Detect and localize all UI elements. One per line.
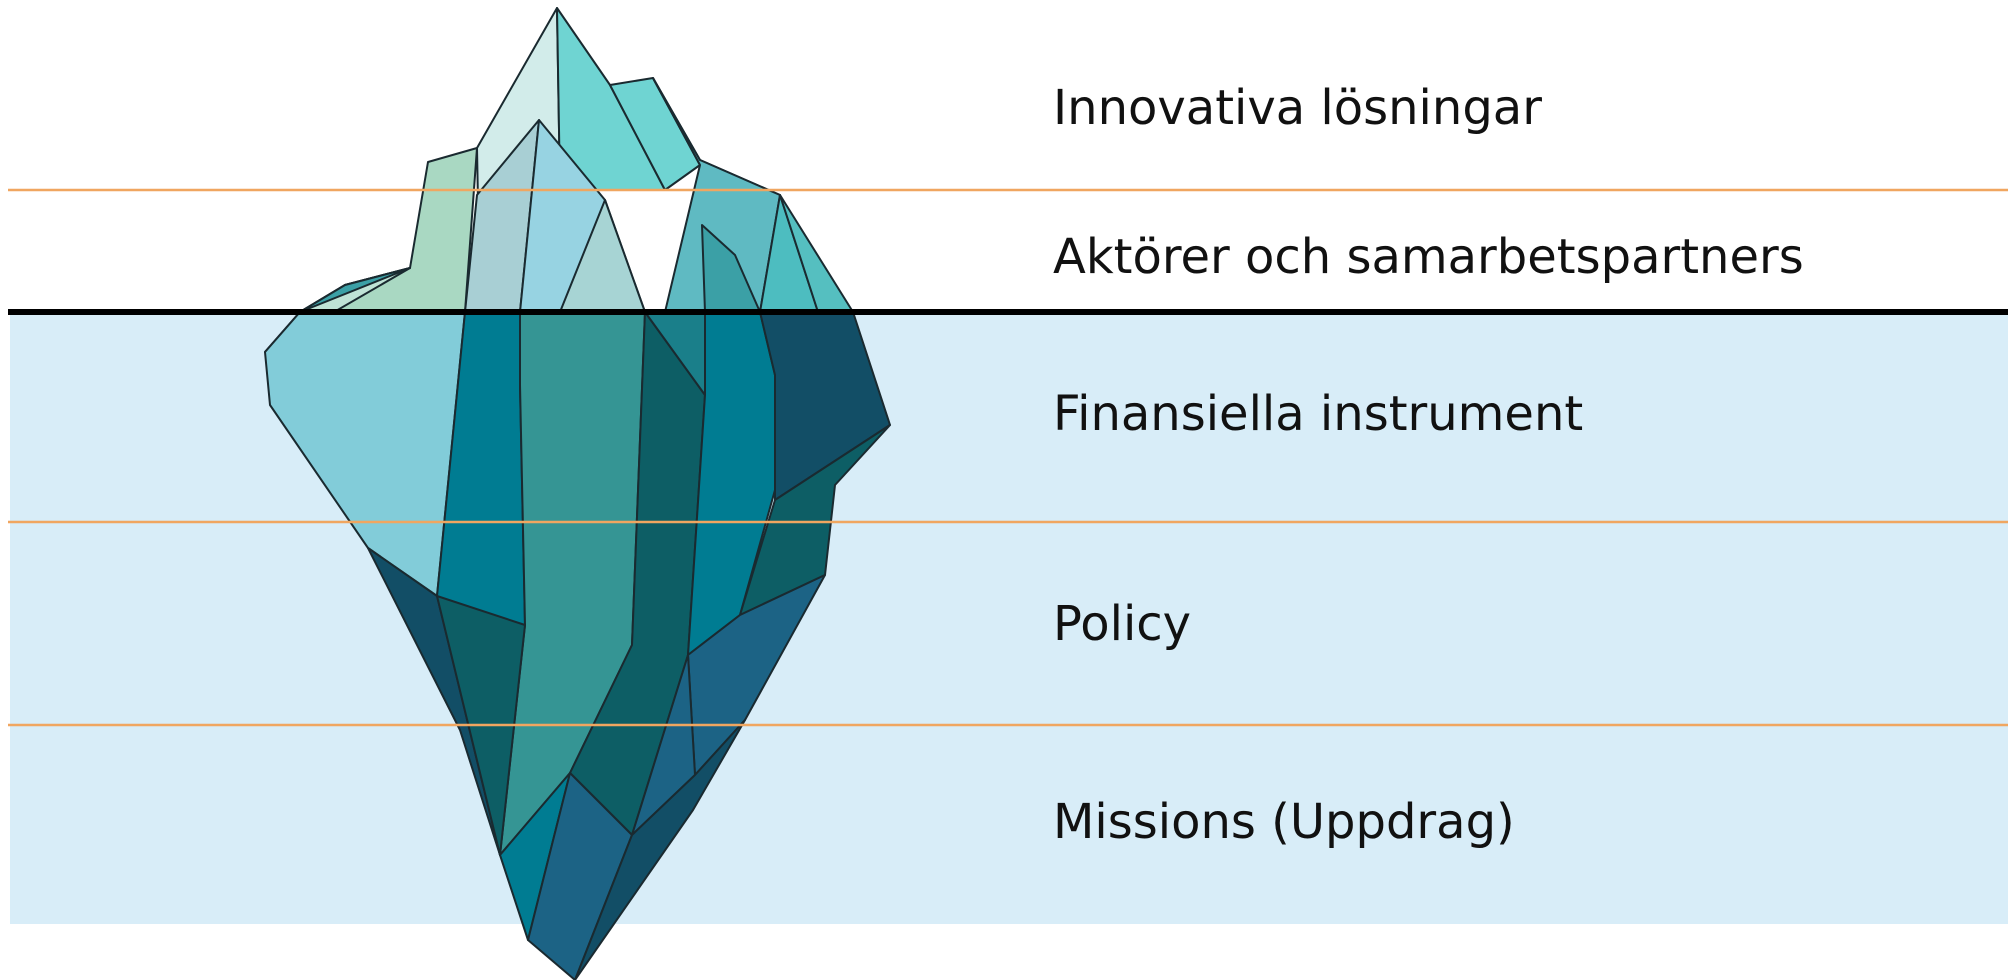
label-policy: Policy <box>1053 596 1191 652</box>
label-innovativa-losningar: Innovativa lösningar <box>1053 80 1542 136</box>
label-missions-uppdrag: Missions (Uppdrag) <box>1053 794 1515 850</box>
label-finansiella-instrument: Finansiella instrument <box>1053 386 1583 442</box>
label-aktorer-och-samarbetspartners: Aktörer och samarbetspartners <box>1053 229 1804 285</box>
iceberg <box>264 7 891 980</box>
